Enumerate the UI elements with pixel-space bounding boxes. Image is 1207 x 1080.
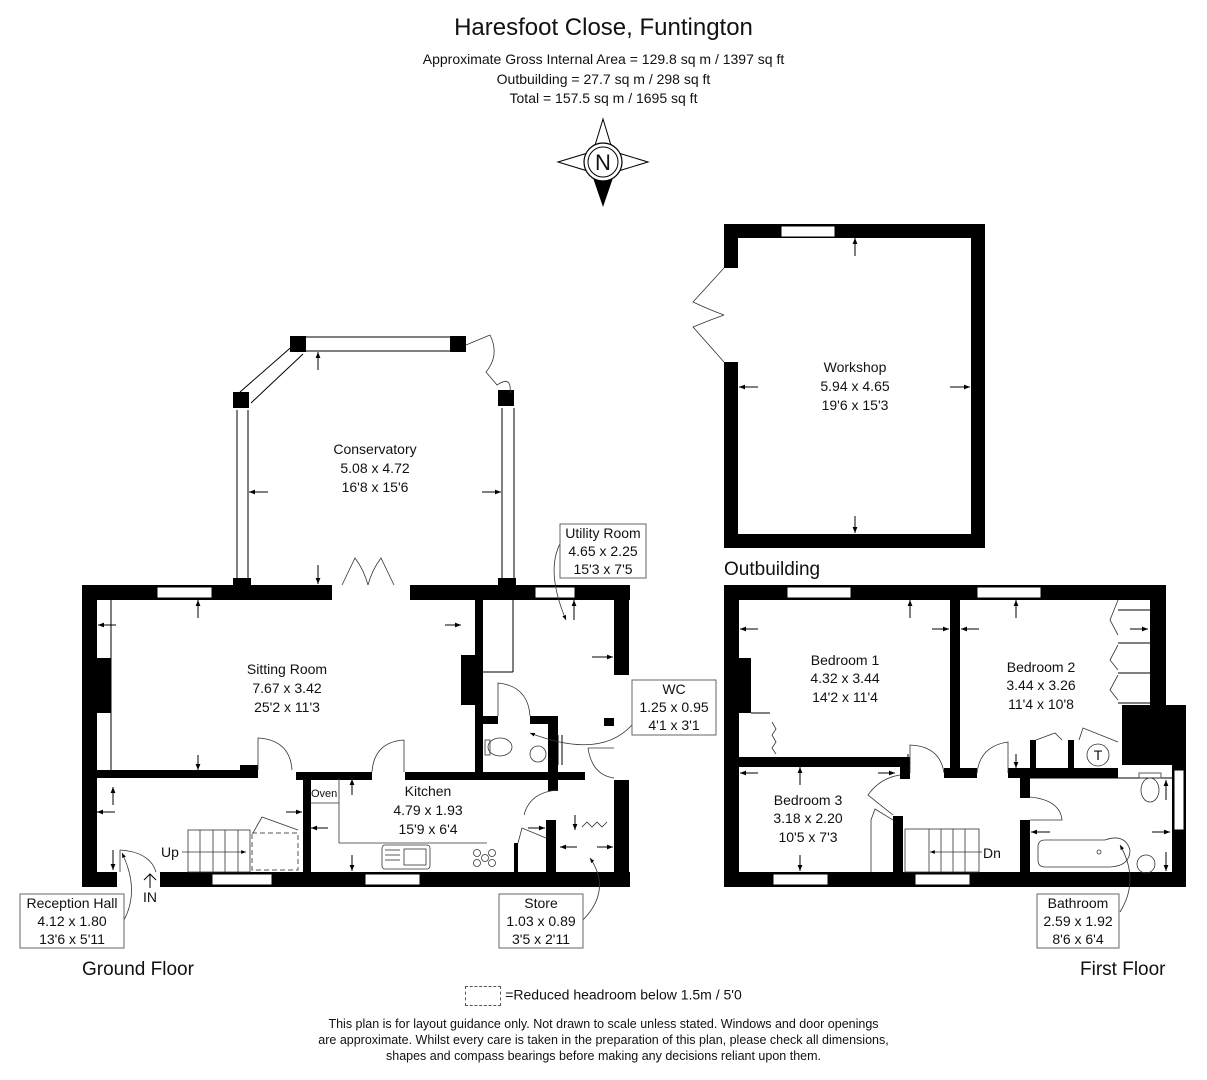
dashed-box-icon [465, 986, 502, 1006]
svg-text:Bedroom 1: Bedroom 1 [811, 652, 880, 668]
room-label-bedroom-2: Bedroom 2 3.44 x 3.26 11'4 x 10'8 [1006, 659, 1075, 712]
compass-north-label: N [595, 150, 611, 175]
room-label-bathroom: Bathroom 2.59 x 1.92 8'6 x 6'4 [1036, 893, 1120, 949]
compass-rose-icon: N [556, 117, 650, 207]
svg-text:Bedroom 3: Bedroom 3 [774, 792, 843, 808]
stairs-down-label: Dn [983, 845, 1001, 861]
svg-text:Sitting Room: Sitting Room [247, 661, 327, 677]
svg-text:Kitchen: Kitchen [405, 783, 452, 799]
room-label-reception-hall: Reception Hall 4.12 x 1.80 13'6 x 5'11 [19, 893, 125, 949]
room-label-bedroom-3: Bedroom 3 3.18 x 2.20 10'5 x 7'3 [773, 792, 842, 845]
svg-text:Store: Store [524, 895, 558, 911]
page-title: Haresfoot Close, Funtington [454, 14, 753, 41]
svg-text:19'6 x 15'3: 19'6 x 15'3 [822, 397, 889, 413]
svg-text:8'6 x 6'4: 8'6 x 6'4 [1052, 931, 1103, 947]
svg-text:5.08 x 4.72: 5.08 x 4.72 [340, 460, 409, 476]
svg-text:Conservatory: Conservatory [333, 441, 416, 457]
outbuilding-area: Outbuilding = 27.7 sq m / 298 sq ft [496, 71, 711, 87]
room-label-wc: WC 1.25 x 0.95 4'1 x 3'1 [631, 679, 717, 736]
svg-text:4.32 x 3.44: 4.32 x 3.44 [810, 670, 879, 686]
floor-label-ground: Ground Floor [82, 959, 195, 980]
svg-text:4.12 x 1.80: 4.12 x 1.80 [37, 913, 106, 929]
svg-text:25'2 x 11'3: 25'2 x 11'3 [254, 699, 320, 715]
room-label-workshop: Workshop 5.94 x 4.65 19'6 x 15'3 [820, 359, 889, 413]
svg-text:14'2 x 11'4: 14'2 x 11'4 [812, 689, 878, 705]
svg-text:15'3 x 7'5: 15'3 x 7'5 [573, 561, 632, 577]
svg-text:3.18 x 2.20: 3.18 x 2.20 [773, 810, 842, 826]
svg-text:16'8 x 15'6: 16'8 x 15'6 [342, 479, 409, 495]
svg-text:13'6 x 5'11: 13'6 x 5'11 [39, 931, 105, 947]
svg-text:2.59 x 1.92: 2.59 x 1.92 [1043, 913, 1112, 929]
headroom-legend: =Reduced headroom below 1.5m / 5'0 [0, 986, 1207, 1006]
svg-text:4'1 x 3'1: 4'1 x 3'1 [648, 717, 699, 733]
svg-text:3.44 x 3.26: 3.44 x 3.26 [1006, 677, 1075, 693]
hob-icon [473, 849, 496, 867]
svg-text:Workshop: Workshop [824, 359, 887, 375]
svg-text:Bedroom 2: Bedroom 2 [1007, 659, 1076, 675]
water-tank-label: T [1094, 747, 1103, 763]
entrance-arrow-icon [143, 873, 157, 888]
gross-internal-area: Approximate Gross Internal Area = 129.8 … [422, 51, 785, 67]
room-label-sitting-room: Sitting Room 7.67 x 3.42 25'2 x 11'3 [247, 661, 327, 715]
disclaimer-line: This plan is for layout guidance only. N… [328, 1017, 879, 1031]
svg-text:Reception Hall: Reception Hall [26, 895, 117, 911]
stairs-up-label: Up [161, 844, 179, 860]
staircase-ground [182, 816, 299, 873]
first-floor-plan: T [724, 585, 1186, 913]
svg-text:4.79 x 1.93: 4.79 x 1.93 [393, 802, 462, 818]
legend-text: =Reduced headroom below 1.5m / 5'0 [505, 986, 742, 1003]
room-label-kitchen: Kitchen 4.79 x 1.93 15'9 x 6'4 [393, 783, 462, 837]
room-label-conservatory: Conservatory 5.08 x 4.72 16'8 x 15'6 [333, 441, 416, 495]
svg-text:4.65 x 2.25: 4.65 x 2.25 [568, 543, 637, 559]
svg-text:1.03 x 0.89: 1.03 x 0.89 [506, 913, 575, 929]
entrance-label: IN [143, 889, 157, 905]
svg-text:10'5 x 7'3: 10'5 x 7'3 [778, 829, 837, 845]
floor-label-outbuilding: Outbuilding [724, 559, 820, 580]
svg-text:Utility Room: Utility Room [565, 525, 640, 541]
svg-text:7.67 x 3.42: 7.67 x 3.42 [252, 680, 321, 696]
outbuilding-plan [692, 224, 985, 548]
ground-floor-plan [82, 334, 633, 921]
disclaimer-line: are approximate. Whilst every care is ta… [318, 1033, 889, 1047]
conservatory-outline [233, 334, 516, 588]
room-label-store: Store 1.03 x 0.89 3'5 x 2'11 [498, 893, 584, 949]
svg-text:1.25 x 0.95: 1.25 x 0.95 [639, 699, 708, 715]
svg-text:11'4 x 10'8: 11'4 x 10'8 [1008, 696, 1074, 712]
svg-text:5.94 x 4.65: 5.94 x 4.65 [820, 378, 889, 394]
svg-text:3'5 x 2'11: 3'5 x 2'11 [512, 931, 570, 947]
staircase-first [904, 828, 982, 873]
disclaimer-line: shapes and compass bearings before makin… [386, 1049, 821, 1063]
svg-text:Bathroom: Bathroom [1048, 895, 1109, 911]
oven-label: Oven [311, 788, 337, 800]
room-label-utility-room: Utility Room 4.65 x 2.25 15'3 x 7'5 [559, 523, 647, 579]
svg-text:WC: WC [662, 681, 685, 697]
total-area: Total = 157.5 sq m / 1695 sq ft [509, 90, 698, 106]
floor-label-first: First Floor [1080, 959, 1166, 980]
room-label-bedroom-1: Bedroom 1 4.32 x 3.44 14'2 x 11'4 [810, 652, 879, 705]
disclaimer: This plan is for layout guidance only. N… [0, 1016, 1207, 1064]
svg-text:15'9 x 6'4: 15'9 x 6'4 [398, 821, 457, 837]
